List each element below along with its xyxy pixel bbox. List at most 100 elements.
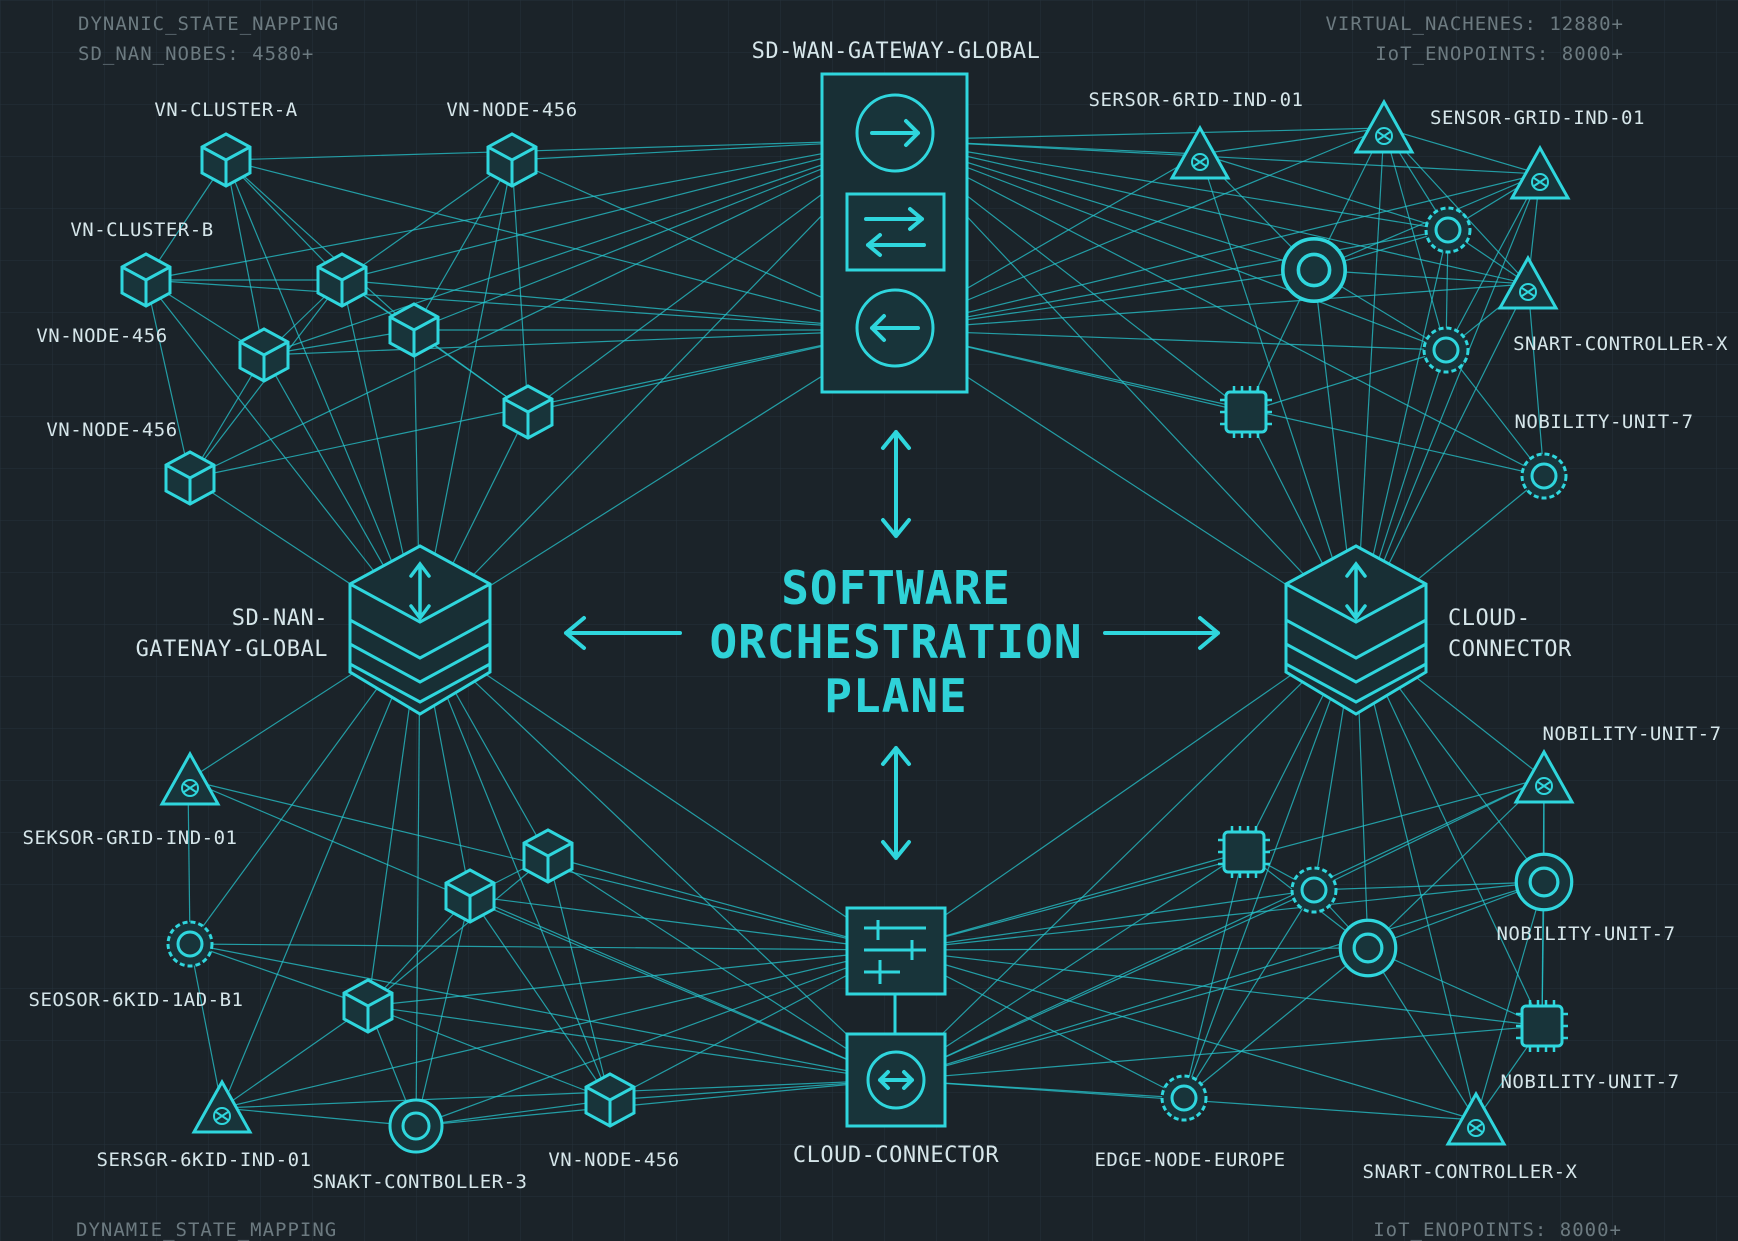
cube-icon: [164, 450, 216, 506]
robot-icon: [1424, 206, 1472, 254]
label-mobility1: NOBILITY-UNIT-7: [1514, 411, 1693, 433]
connection-line: [1313, 777, 1545, 891]
connection-line: [894, 329, 1447, 351]
connection-line: [1367, 947, 1477, 1121]
connection-line: [189, 943, 896, 951]
connection-line: [419, 629, 611, 1101]
cube-icon: [342, 978, 394, 1034]
label-vm-node-bottom: VN-NODE-456: [548, 1149, 679, 1171]
connection-line: [1383, 127, 1529, 285]
connection-line: [263, 329, 896, 356]
connection-line: [894, 139, 1545, 477]
connection-line: [341, 279, 896, 331]
connection-line: [1475, 881, 1545, 1121]
label-edge-europe: EDGE-NODE-EUROPE: [1094, 1149, 1285, 1171]
gear-icon: [1520, 452, 1568, 500]
connection-line: [894, 629, 1357, 1081]
connection-line: [894, 283, 1529, 331]
connection-line: [145, 279, 896, 331]
connection-line: [894, 949, 1543, 1027]
connection-line: [1313, 269, 1529, 285]
left-hub-label-2: GATENAY-GLOBAL: [136, 637, 328, 662]
connection-line: [894, 139, 1449, 231]
cube-icon: [444, 868, 496, 924]
bidirectional-icon: [878, 1070, 914, 1090]
top-gateway-label: SD-WAN-GATEWAY-GLOBAL: [752, 39, 1041, 64]
bottom-connector-label: CLOUD-CONNECTOR: [793, 1143, 999, 1168]
connection-line: [894, 1025, 1543, 1081]
cube-icon: [584, 1072, 636, 1128]
connection-line: [469, 895, 896, 951]
connection-line: [894, 949, 1477, 1121]
connection-line: [221, 1079, 896, 1109]
label-sensor-left2: SEOSOR-6KID-1AD-B1: [29, 989, 244, 1011]
connection-line: [341, 139, 896, 281]
connection-line: [189, 943, 223, 1109]
label-smart-right2: SNART-CONTROLLER-X: [1363, 1161, 1578, 1183]
device-icon: [1281, 237, 1347, 304]
connection-line: [415, 895, 471, 1127]
device-icon: [1338, 918, 1398, 978]
corner-top-left-2: SD_NAN_NOBES: 4580+: [78, 43, 314, 65]
label-sensor-top1: SERSOR-6RID-IND-01: [1089, 89, 1304, 111]
cube-icon: [200, 132, 252, 188]
connection-line: [187, 779, 191, 945]
connection-line: [419, 629, 896, 1081]
label-vm-node-left2: VN-NODE-456: [46, 419, 177, 441]
connection-line: [221, 629, 421, 1109]
connection-line: [225, 159, 421, 631]
connection-line: [547, 855, 611, 1101]
connection-line: [189, 943, 896, 1081]
connection-line: [1445, 173, 1541, 351]
chip-icon: [1216, 824, 1272, 880]
bottom-connector-panel: [845, 906, 947, 1128]
connection-line: [263, 139, 896, 356]
label-smart-left: SNAKT-CONTBOLLER-3: [313, 1171, 528, 1193]
label-vm-node-left1: VN-NODE-456: [36, 325, 167, 347]
corner-top-right-1: VIRTUAL_NACHENES: 12880+: [1325, 13, 1624, 35]
arrow-left-center-icon: [564, 616, 682, 650]
connection-line: [419, 329, 896, 631]
connection-line: [413, 159, 513, 331]
label-vm-node-top: VN-NODE-456: [446, 99, 577, 121]
connection-line: [1367, 881, 1545, 949]
connection-line: [1199, 127, 1385, 155]
cube-icon: [238, 327, 290, 383]
label-mobility2: NOBILITY-UNIT-7: [1542, 723, 1721, 745]
connection-line: [894, 947, 1369, 951]
connection-line: [894, 889, 1315, 1081]
corner-bottom-left: DYNAMIE_STATE_MAPPING: [76, 1219, 337, 1241]
gauge-icon: [1290, 866, 1338, 914]
connection-line: [469, 895, 611, 1101]
connection-line: [1245, 349, 1447, 413]
connection-line: [221, 1005, 369, 1109]
label-mobility4: NOBILITY-UNIT-7: [1500, 1071, 1679, 1093]
connection-line: [511, 159, 529, 413]
connection-line: [894, 173, 1541, 331]
connection-line: [894, 851, 1245, 951]
connection-line: [419, 629, 896, 951]
connection-line: [894, 127, 1385, 141]
cube-icon: [502, 384, 554, 440]
label-smart-right1: SNART-CONTROLLER-X: [1513, 333, 1728, 355]
arrow-left-icon: [870, 314, 920, 342]
connection-line: [1527, 283, 1545, 477]
globe-icon: [1422, 326, 1470, 374]
connection-line: [1183, 947, 1369, 1099]
connection-line: [1199, 153, 1357, 631]
label-vm-cluster-b: VN-CLUSTER-B: [70, 219, 213, 241]
cube-icon: [316, 252, 368, 308]
connection-line: [1355, 127, 1385, 631]
connection-line: [469, 895, 896, 1081]
label-sensor-top2: SENSOR-GRID-IND-01: [1430, 107, 1645, 129]
connection-line: [894, 889, 1315, 951]
connection-line: [367, 855, 549, 1007]
connection-line: [1367, 947, 1543, 1027]
right-hub-label-1: CLOUD-: [1448, 606, 1530, 631]
connection-line: [1313, 881, 1545, 891]
connection-line: [367, 949, 896, 1007]
connection-line: [894, 851, 1245, 1081]
connection-line: [1199, 153, 1449, 231]
